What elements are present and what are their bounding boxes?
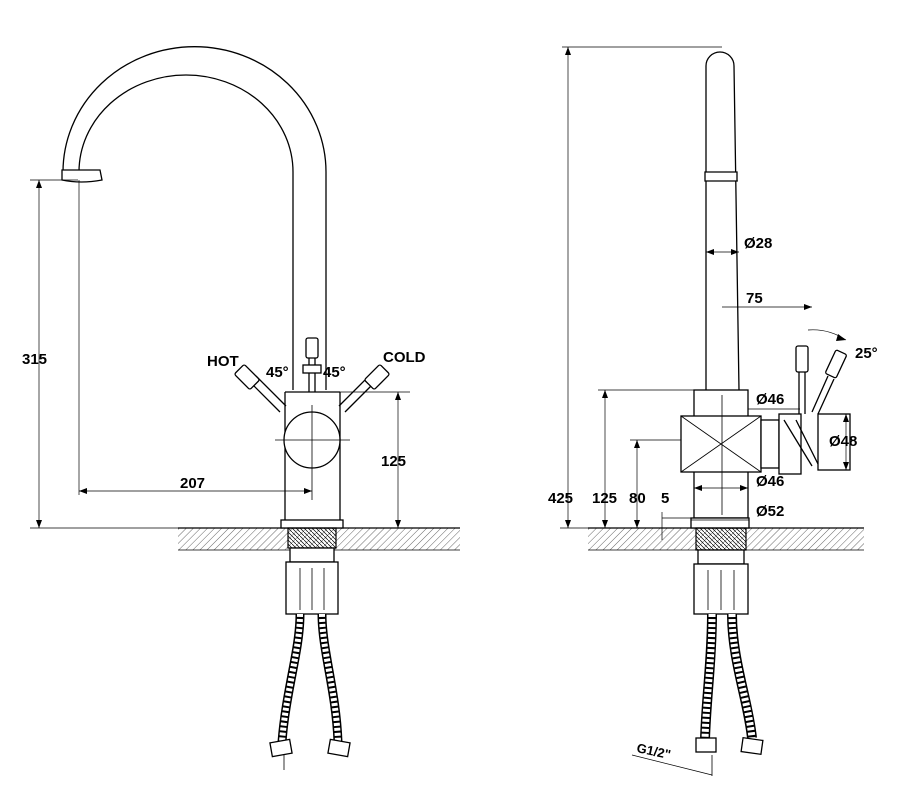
hot-angle-label: 45° bbox=[266, 364, 289, 381]
spout-diameter-label: Ø28 bbox=[744, 235, 772, 252]
side-handle bbox=[760, 345, 851, 475]
front-hoses bbox=[269, 613, 351, 770]
handle-diameter-label: Ø48 bbox=[829, 433, 857, 450]
front-view: 315 207 125 HOT COLD 45° 45° bbox=[22, 46, 460, 770]
side-offset-label: 5 bbox=[661, 490, 669, 507]
side-dimensions bbox=[560, 46, 850, 540]
front-spout bbox=[61, 46, 327, 390]
hot-handle bbox=[234, 364, 287, 413]
side-low-height-label: 80 bbox=[629, 490, 646, 507]
side-spout bbox=[704, 51, 740, 391]
handle-angle-label: 25° bbox=[855, 345, 878, 362]
cold-label: COLD bbox=[383, 349, 426, 366]
side-view: 425 125 80 5 Ø28 75 25° Ø46 Ø48 Ø46 Ø52 … bbox=[548, 46, 878, 776]
thread-label: G1/2" bbox=[635, 740, 672, 762]
body-diameter-bottom-label: Ø46 bbox=[756, 473, 784, 490]
front-shank bbox=[285, 527, 339, 615]
side-total-height-label: 425 bbox=[548, 490, 573, 507]
side-hoses bbox=[631, 613, 764, 776]
front-base-height-label: 125 bbox=[381, 453, 406, 470]
body-diameter-top-label: Ø46 bbox=[756, 391, 784, 408]
handle-offset-label: 75 bbox=[746, 290, 763, 307]
front-height-label: 315 bbox=[22, 351, 47, 368]
front-center-handle bbox=[302, 337, 322, 392]
base-diameter-label: Ø52 bbox=[756, 503, 784, 520]
front-dimensions bbox=[30, 179, 410, 529]
front-body bbox=[275, 391, 350, 529]
front-reach-label: 207 bbox=[180, 475, 205, 492]
side-shank bbox=[693, 527, 749, 615]
side-body-height-label: 125 bbox=[592, 490, 617, 507]
cold-handle bbox=[338, 364, 390, 413]
hot-label: HOT bbox=[207, 353, 239, 370]
side-body bbox=[680, 389, 762, 529]
cold-angle-label: 45° bbox=[323, 364, 346, 381]
